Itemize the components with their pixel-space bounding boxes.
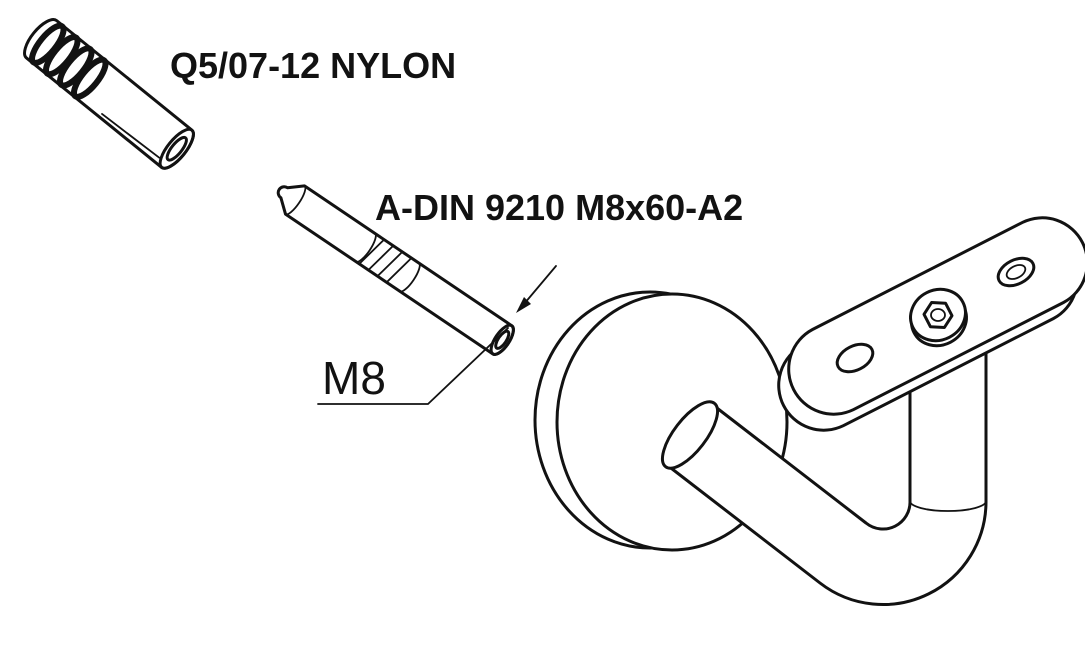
- nylon-anchor-drawing: [23, 18, 195, 170]
- stud-thread-line: [358, 238, 385, 265]
- dimension-arrowhead: [516, 297, 531, 313]
- arm-base-joint: [660, 400, 720, 470]
- screw-head: [909, 287, 967, 343]
- bracket-arm: [665, 343, 988, 606]
- threaded-stud-drawing: [276, 184, 515, 356]
- screw-hex-socket: [922, 301, 954, 329]
- screw-socket-cone: [930, 308, 946, 322]
- dimension-arrow-line: [523, 265, 557, 305]
- plate-hole-right-outer: [996, 256, 1036, 288]
- handrail-bracket-drawing: [533, 216, 1085, 606]
- dimension-leader-line: [317, 327, 509, 405]
- stud-thread-line: [385, 257, 413, 284]
- plate-hole-left: [835, 342, 875, 374]
- elbow-tangent-edge: [909, 500, 987, 512]
- anchor-end-rim: [158, 127, 195, 170]
- anchor-label: Q5/07-12 NYLON: [170, 45, 456, 86]
- stud-end-rim: [489, 323, 515, 356]
- stud-thread-line: [376, 250, 404, 278]
- anchor-rib: [70, 56, 109, 100]
- anchor-slit: [101, 113, 161, 159]
- stud-thread-boundary: [399, 262, 421, 293]
- stud-thread-boundary: [355, 232, 377, 263]
- dimension-leader-m8: [317, 265, 557, 405]
- stud-thread-line: [367, 244, 395, 271]
- anchor-end-hole: [165, 135, 188, 162]
- stud-chamfer-edge: [284, 185, 307, 216]
- dimension-label-m8: M8: [322, 352, 386, 404]
- stud-label: A-DIN 9210 M8x60-A2: [375, 187, 743, 228]
- plate-hole-right-inner: [1005, 264, 1027, 280]
